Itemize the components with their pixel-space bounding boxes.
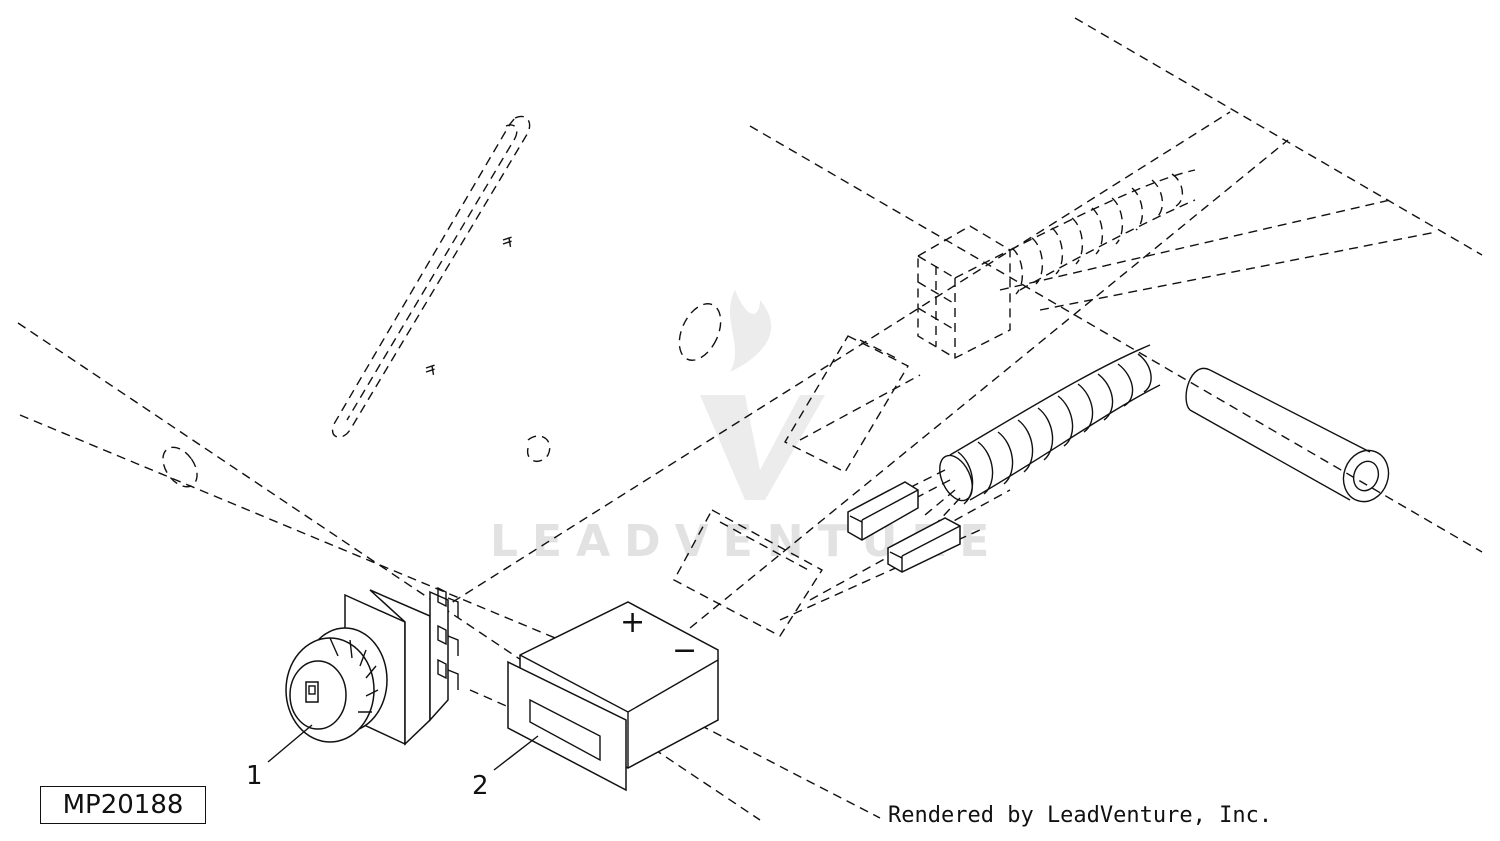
spade-terminals [847,481,961,573]
wire-leads [904,469,961,526]
harness-connector-block [917,225,1011,359]
hour-meter: + − [507,601,719,792]
minus-terminal-label: − [672,633,697,668]
panel-outline [17,17,1483,821]
render-credit: Rendered by LeadVenture, Inc. [888,803,1273,828]
callout-number: 2 [472,771,489,801]
plus-terminal-label: + [620,605,645,640]
coiled-harness-lower [939,344,1161,505]
callout-2: 2 [472,735,539,801]
coiled-harness-upper [1009,169,1196,295]
leadventure-watermark: LEADVENTURE [490,290,989,567]
panel-cutouts [673,335,909,637]
harness-sleeve [1185,367,1390,503]
callout-1: 1 [246,724,313,791]
callout-number: 1 [246,761,263,791]
panel-slot [331,115,531,438]
part-id-label: MP20188 [40,786,206,824]
panel-holes [162,235,722,488]
key-switch [285,586,459,746]
